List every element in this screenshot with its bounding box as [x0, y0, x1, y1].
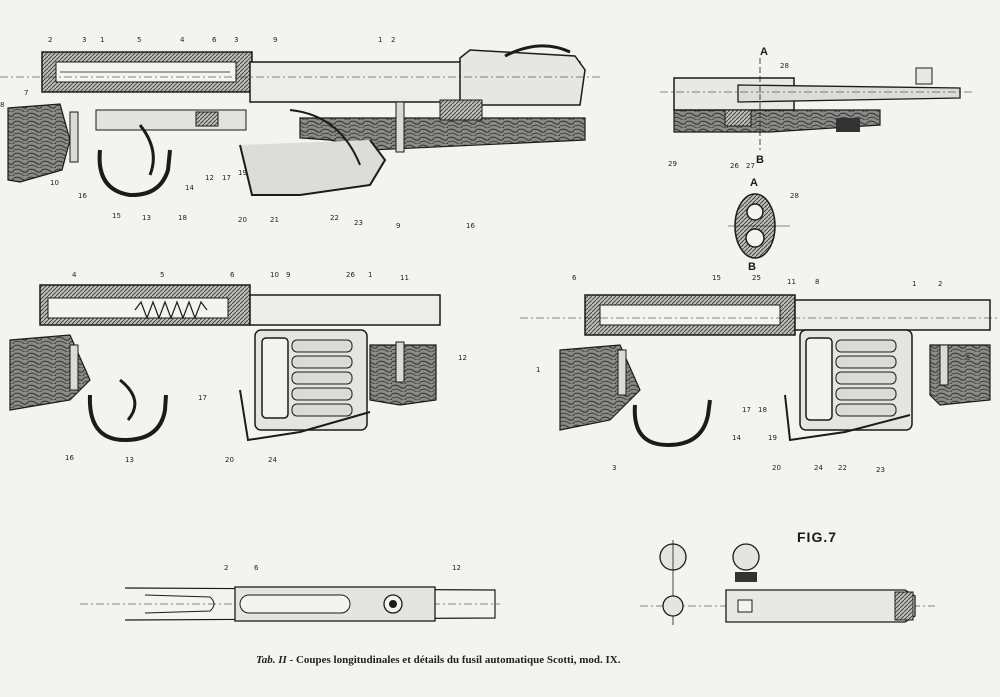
middle-left-section — [9, 284, 441, 443]
section-marker-a: A — [750, 177, 758, 189]
part-label: 19 — [238, 169, 247, 177]
part-label: 18 — [758, 406, 767, 414]
part-label: 28 — [790, 192, 799, 200]
part-label: 22 — [838, 464, 847, 472]
section-marker-a: A — [760, 46, 768, 58]
part-label: 10 — [50, 179, 59, 187]
part-label: 4 — [180, 36, 185, 44]
part-label: 11 — [787, 278, 796, 286]
part-label: 10 — [270, 271, 279, 279]
part-label: 12 — [458, 354, 467, 362]
part-label: 14 — [732, 434, 741, 442]
plate-caption: Tab. II - Coupes longitudinales et détai… — [256, 654, 776, 666]
part-label: 23 — [354, 219, 363, 227]
top-right-section — [660, 58, 975, 150]
part-label: 12 — [205, 174, 214, 182]
part-label: 3 — [612, 464, 616, 472]
part-label: 20 — [772, 464, 781, 472]
part-label: 1 — [912, 280, 916, 288]
part-label: 19 — [768, 434, 777, 442]
part-label: 12 — [452, 564, 461, 572]
part-label: 29 — [668, 160, 677, 168]
part-label: 6 — [212, 36, 217, 44]
part-label: 22 — [330, 214, 339, 222]
part-label: 15 — [712, 274, 721, 282]
part-label: 9 — [396, 222, 400, 230]
part-label: 3 — [82, 36, 86, 44]
part-label: 11 — [400, 274, 409, 282]
part-label: 26 — [346, 271, 355, 279]
part-label: 25 — [752, 274, 761, 282]
part-label: 1 — [378, 36, 382, 44]
part-label: 3 — [234, 36, 238, 44]
part-label: 1 — [368, 271, 372, 279]
part-label: 20 — [225, 456, 234, 464]
part-label: 15 — [112, 212, 121, 220]
part-label: 17 — [198, 394, 207, 402]
part-label: 6 — [254, 564, 259, 572]
part-label: 20 — [238, 216, 247, 224]
part-label: 2 — [48, 36, 52, 44]
part-label: 7 — [24, 89, 28, 97]
part-label: 4 — [72, 271, 77, 279]
part-label: 5 — [137, 36, 141, 44]
top-left-section — [0, 44, 600, 198]
part-label: 13 — [142, 214, 151, 222]
part-label: 1 — [536, 366, 540, 374]
part-label: 14 — [185, 184, 194, 192]
part-label: 13 — [125, 456, 134, 464]
part-label: 18 — [178, 214, 187, 222]
cross-section-detail — [728, 193, 790, 259]
middle-right-section — [520, 294, 1000, 448]
section-marker-b: B — [756, 154, 764, 166]
part-label: 2 — [224, 564, 228, 572]
section-marker-b: B — [748, 261, 756, 273]
part-label: 27 — [746, 162, 755, 170]
part-label: 26 — [730, 162, 739, 170]
part-label: 8 — [0, 101, 4, 109]
part-label: 28 — [780, 62, 789, 70]
part-label: 2 — [391, 36, 395, 44]
part-label: 21 — [270, 216, 279, 224]
part-label: 6 — [230, 271, 235, 279]
part-labels: 2 3 1 5 4 6 3 9 1 2 8 7 10 16 12 17 19 1… — [0, 36, 970, 572]
part-label: 23 — [876, 466, 885, 474]
part-label: 24 — [814, 464, 823, 472]
part-label: 16 — [466, 222, 475, 230]
part-label: 16 — [65, 454, 74, 462]
part-label: 9 — [286, 271, 290, 279]
part-label: 2 — [938, 280, 942, 288]
part-label: 5 — [966, 354, 970, 362]
caption-tab: Tab. II — [256, 654, 287, 666]
figure-label: FIG.7 — [797, 529, 838, 545]
part-label: 24 — [268, 456, 277, 464]
bottom-left-detail — [80, 586, 500, 622]
part-label: 17 — [222, 174, 231, 182]
part-label: 8 — [815, 278, 819, 286]
part-label: 6 — [572, 274, 577, 282]
part-label: 9 — [273, 36, 277, 44]
part-label: 1 — [100, 36, 104, 44]
bottom-right-detail — [640, 540, 935, 625]
caption-text: - Coupes longitudinales et détails du fu… — [286, 654, 621, 666]
part-label: 5 — [160, 271, 164, 279]
part-label: 17 — [742, 406, 751, 414]
part-label: 16 — [78, 192, 87, 200]
